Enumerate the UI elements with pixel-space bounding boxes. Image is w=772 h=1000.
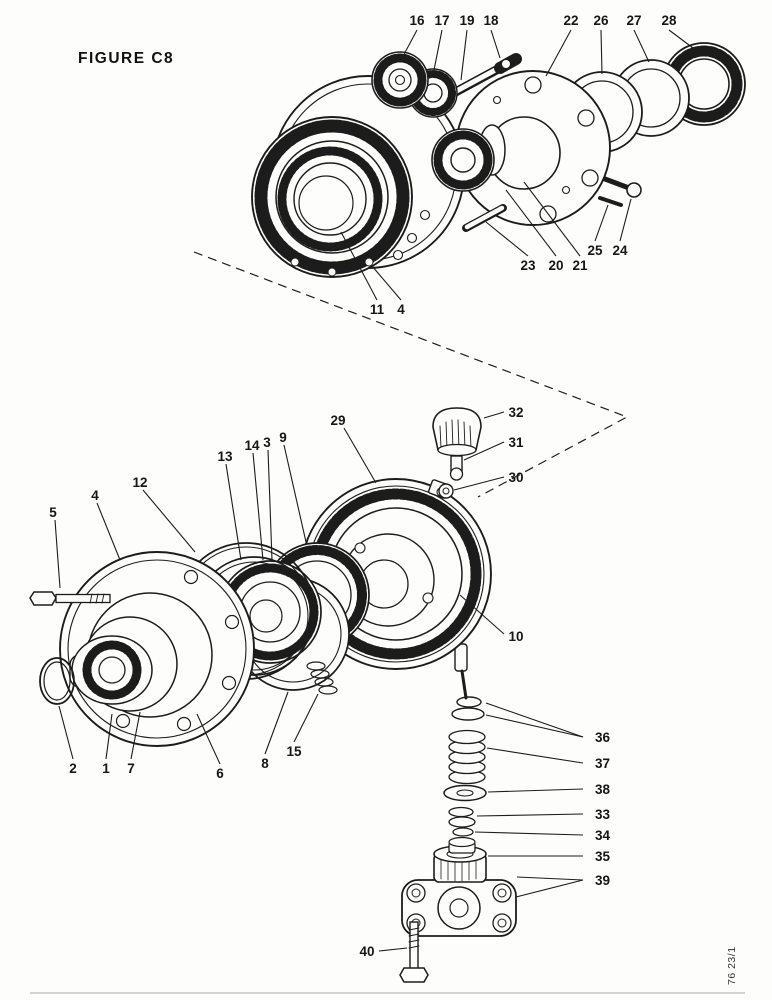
- callout-36: 36: [595, 730, 611, 745]
- part-23-pin: [462, 204, 507, 232]
- callout-34: 34: [595, 828, 611, 843]
- part-18-19-input-shaft: [445, 53, 522, 100]
- part-33-washers: [448, 806, 476, 828]
- callout-38: 38: [595, 782, 611, 797]
- callout-15: 15: [286, 744, 302, 759]
- callout-25: 25: [587, 243, 603, 258]
- callout-2: 2: [69, 761, 77, 776]
- callout-37: 37: [595, 756, 610, 771]
- callout-16: 16: [409, 13, 425, 28]
- callout-9: 9: [279, 430, 287, 445]
- callout-4-upper: 4: [397, 302, 405, 317]
- part-30-washer-pin: [438, 483, 454, 499]
- part-20-21-cluster-gear: [431, 124, 506, 192]
- callout-18: 18: [483, 13, 499, 28]
- part-38-washer: [443, 784, 487, 802]
- callout-8: 8: [261, 756, 269, 771]
- callout-17: 17: [434, 13, 449, 28]
- part-37-spring: [448, 729, 486, 785]
- callout-12: 12: [132, 475, 147, 490]
- callout-6: 6: [216, 766, 224, 781]
- callout-40: 40: [359, 944, 374, 959]
- callout-31: 31: [508, 435, 524, 450]
- figure-title: FIGURE C8: [78, 50, 174, 67]
- doc-code: 76 23/1: [726, 946, 738, 985]
- part-40-bolt: [399, 921, 429, 983]
- callouts: 16 17 19 18 22 26 27 28 23 20 21 25 24 1…: [49, 13, 677, 959]
- part-34-washer: [452, 827, 474, 837]
- part-39-base-casting: [401, 879, 517, 937]
- lower-assembly: [29, 407, 517, 983]
- callout-26: 26: [593, 13, 609, 28]
- callout-32: 32: [508, 405, 523, 420]
- callout-5: 5: [49, 505, 57, 520]
- callout-4-lower: 4: [91, 488, 99, 503]
- callout-1: 1: [102, 761, 110, 776]
- part-11-ring-gear: [251, 116, 413, 278]
- part-5-bolt: [29, 591, 111, 606]
- callout-29: 29: [330, 413, 345, 428]
- callout-24: 24: [612, 243, 628, 258]
- part-35-cup: [448, 836, 476, 854]
- callout-7: 7: [127, 761, 135, 776]
- callout-35: 35: [595, 849, 611, 864]
- part-25-stud: [598, 196, 623, 207]
- callout-10: 10: [508, 629, 523, 644]
- part-22-carrier-plate: [455, 70, 611, 226]
- callout-19: 19: [459, 13, 474, 28]
- callout-23: 23: [520, 258, 536, 273]
- part-1-4-7-hub: [59, 551, 255, 747]
- callout-30: 30: [508, 470, 523, 485]
- callout-3: 3: [263, 435, 271, 450]
- part-2-o-ring: [39, 657, 75, 705]
- part-36-washers: [451, 696, 485, 721]
- callout-33: 33: [595, 807, 611, 822]
- part-15-spring: [306, 661, 338, 695]
- part-32-knob: [432, 407, 482, 457]
- callout-28: 28: [661, 13, 677, 28]
- callout-11: 11: [370, 302, 385, 317]
- callout-21: 21: [572, 258, 588, 273]
- leader-lines: [54, 29, 694, 952]
- callout-14: 14: [244, 438, 260, 453]
- callout-27: 27: [626, 13, 641, 28]
- part-31-stem: [449, 455, 464, 481]
- callout-22: 22: [563, 13, 578, 28]
- part-16-gear: [371, 51, 429, 109]
- callout-20: 20: [548, 258, 563, 273]
- callout-39: 39: [595, 873, 610, 888]
- exploded-axis-dashed-line: [193, 251, 629, 498]
- upper-assembly: [251, 42, 746, 278]
- callout-13: 13: [217, 449, 233, 464]
